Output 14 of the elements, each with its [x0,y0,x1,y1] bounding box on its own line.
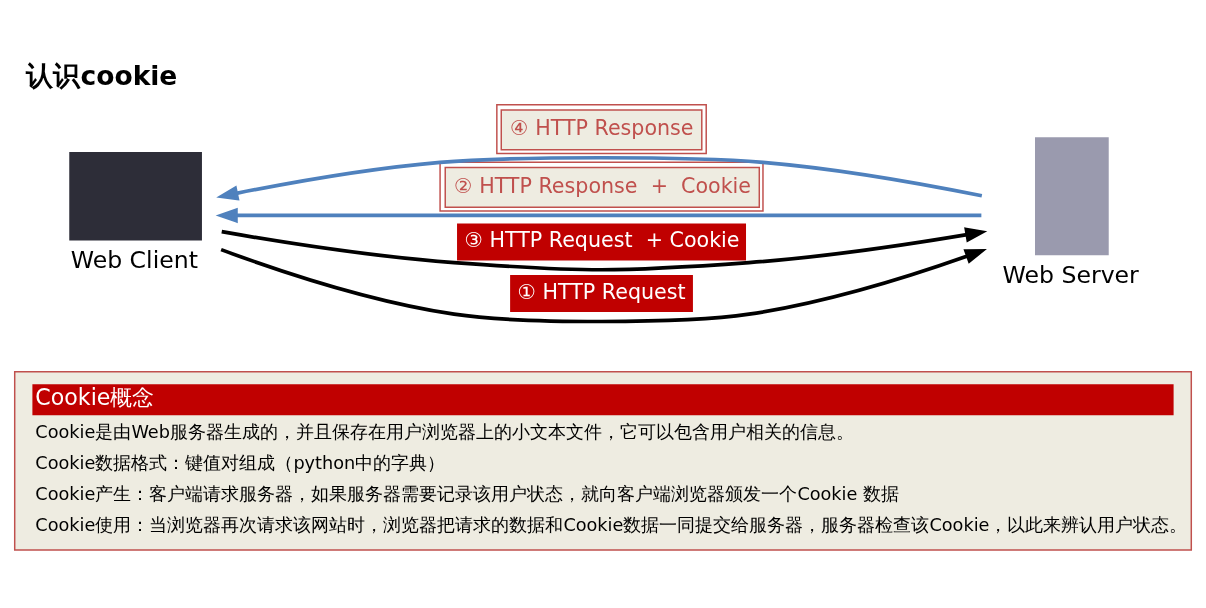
arrow [215,207,982,223]
node-box [69,151,202,240]
edge-label: ② HTTP Response + Cookie [454,173,752,198]
diagram-title: 认识cookie [26,59,178,91]
node-box [1035,136,1109,255]
arrow [221,226,988,272]
edge-label: ④ HTTP Response [510,115,694,140]
node-box: Cookie概念 Cookie是由Web服务器生成的，并且保存在用户浏览器上的小文本文件，它可以包含用户相关的信息。 Cookie数据格式：键值对组成（python中的字典） Cookie产生：客户端请求服务器，如果服务器需要记录该用户状态，就向客户端浏览器颁发一个Cookie 数据 Cookie使用：当浏览器再次请求该网站时，浏览器把请求的数据和Cookie数据一同提交给服务器，服务器检查该Cookie，以此来辨认用户状态。 [13,370,1193,551]
node-label: Web Client [70,245,198,274]
edge-label: ① HTTP Request [517,279,686,304]
arrow [220,247,987,323]
node-label: Web Server [1002,260,1139,289]
arrow [216,155,983,201]
edge-label: ③ HTTP Request + Cookie [464,227,740,252]
